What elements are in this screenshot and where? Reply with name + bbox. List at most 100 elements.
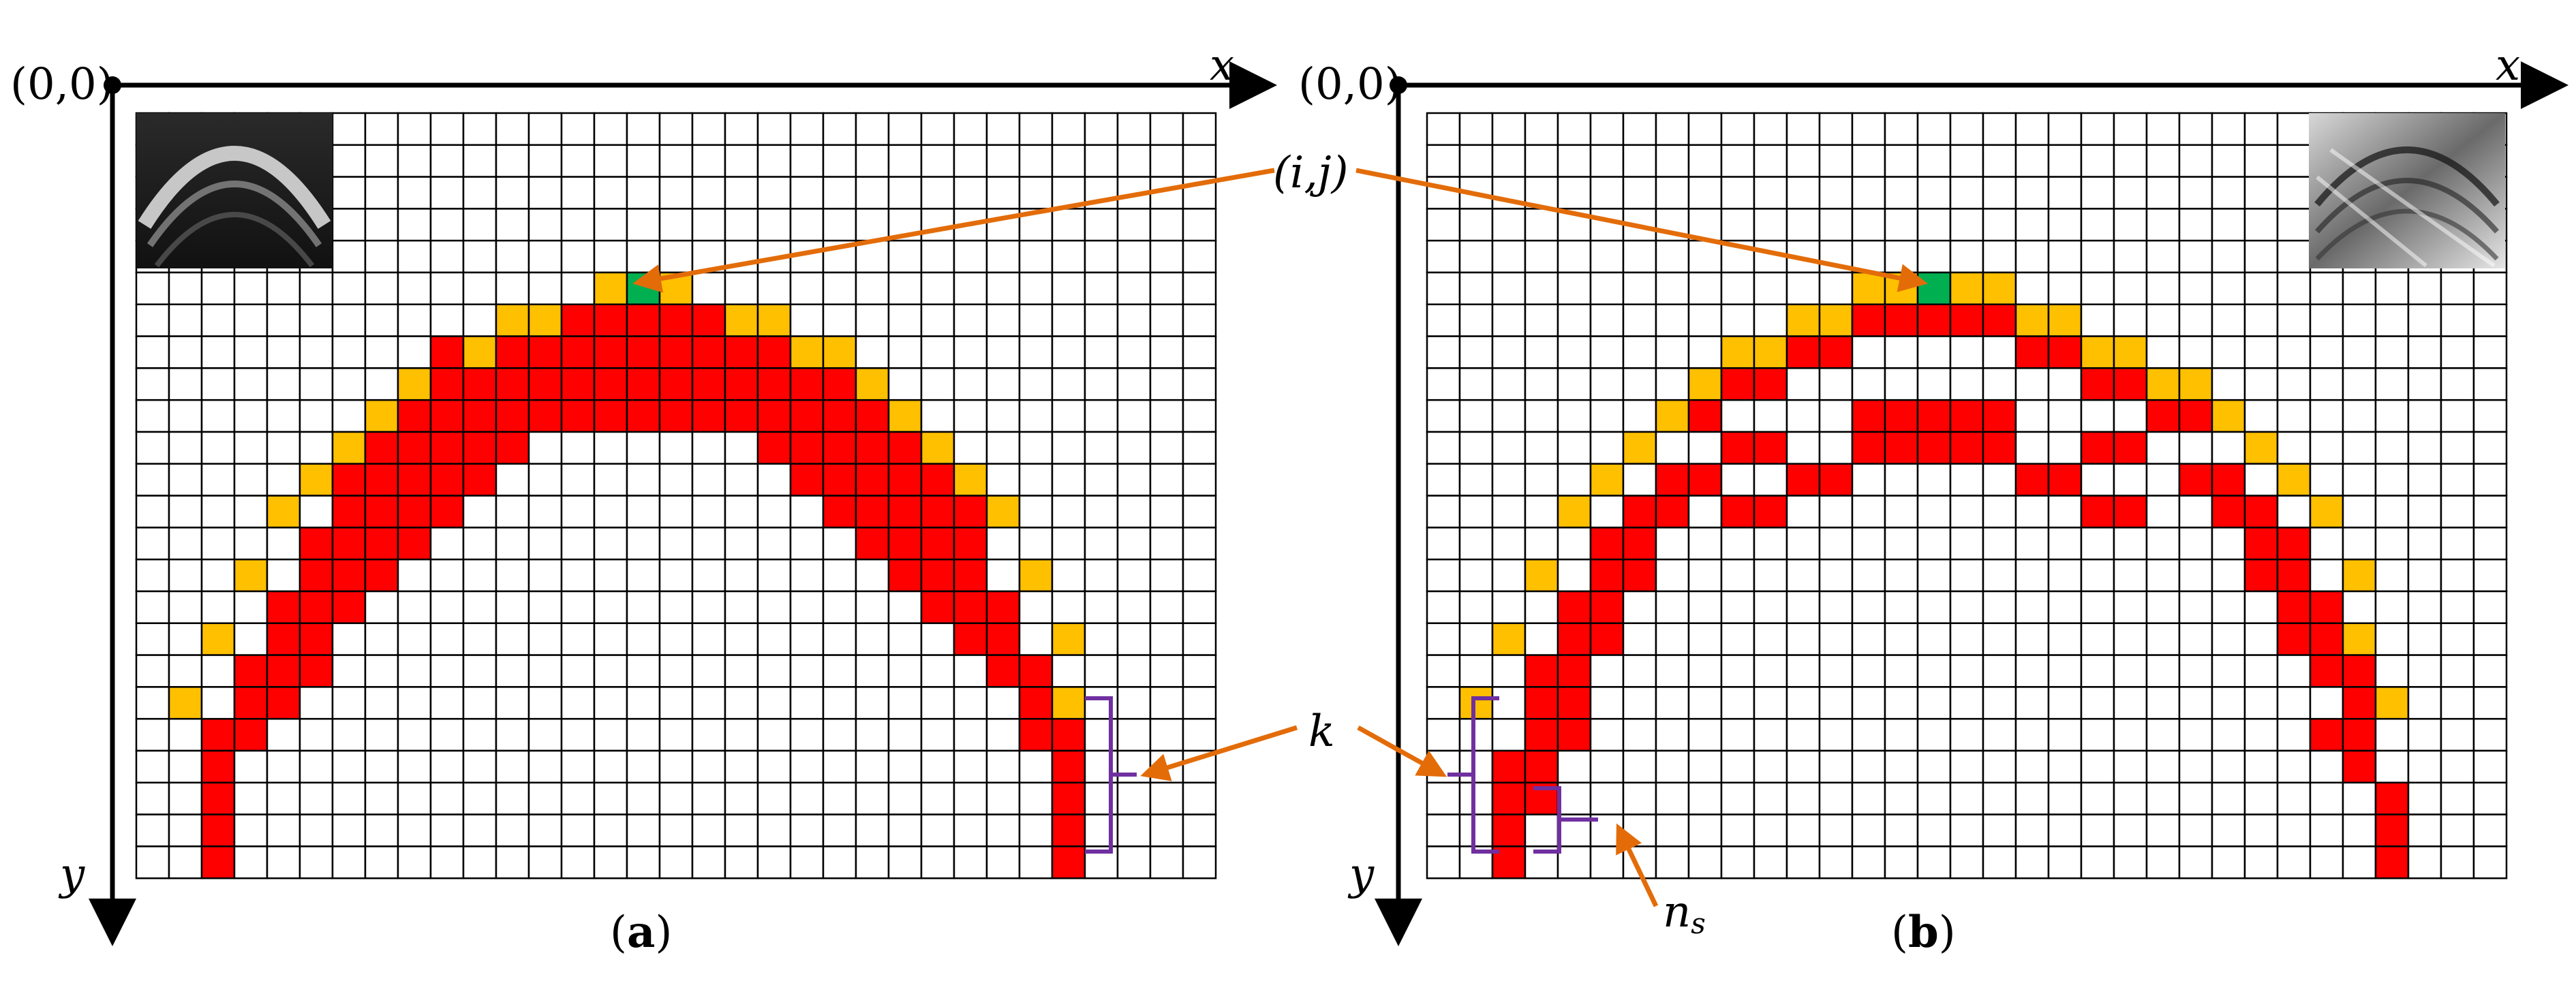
grid-cell-red [822,399,857,433]
grid-cell [2342,845,2377,879]
grid-cell [462,749,497,784]
grid-cell [1182,335,1217,369]
grid-cell [1426,271,1461,306]
grid-cell [527,495,563,529]
grid-cell [789,590,825,625]
grid-cell [1655,527,1690,561]
grid-cell [887,112,923,146]
grid-cell-yellow [1785,303,1821,337]
grid-cell [2243,271,2279,306]
grid-cell [1622,367,1657,401]
grid-cell [1524,495,1559,529]
grid-cell [429,558,465,593]
grid-cell-red [2309,654,2344,688]
grid-cell [266,463,301,497]
grid-cell [495,845,530,879]
grid-cell [1622,335,1657,369]
grid-cell [1149,686,1184,720]
grid-cell-red [2276,527,2312,561]
grid-cell [527,686,563,720]
grid-cell [462,527,497,561]
grid-cell [2145,749,2181,784]
grid-cell-red [822,431,857,465]
grid-cell [364,686,399,720]
grid-cell [1785,845,1821,879]
grid-cell [2440,622,2475,656]
grid-cell [2014,144,2050,178]
grid-cell-red [1720,367,1755,401]
grid-cell [2472,271,2508,306]
grid-cell-red [1785,463,1821,497]
grid-cell [2145,558,2181,593]
grid-cell [1982,335,2017,369]
grid-cell [1720,112,1755,146]
grid-cell [397,622,432,656]
grid-cell [920,271,955,306]
grid-cell [429,303,465,337]
grid-cell [1982,590,2017,625]
grid-cell [756,813,792,847]
grid-cell [495,813,530,847]
grid-cell [1018,622,1054,656]
grid-cell-red [429,431,465,465]
grid-cell-red [1051,813,1086,847]
grid-cell [724,431,759,465]
grid-cell [1018,463,1054,497]
grid-cell [1687,271,1723,306]
grid-cell [1785,208,1821,242]
grid-cell [1491,271,1527,306]
grid-cell [1084,303,1119,337]
grid-cell [920,112,955,146]
grid-cell-yellow [2374,686,2410,720]
grid-cell [1589,781,1625,815]
grid-cell [2407,845,2442,879]
grid-cell [2080,176,2115,210]
grid-cell-red [2047,335,2083,369]
grid-cell-yellow [1851,271,1886,306]
grid-cell [2309,749,2344,784]
grid-cell [2243,686,2279,720]
grid-cell [462,303,497,337]
grid-cell [2211,781,2246,815]
grid-cell-red [331,527,367,561]
grid-cell [2342,463,2377,497]
grid-cell [1655,813,1690,847]
grid-cell [2178,717,2213,752]
grid-cell [462,144,497,178]
grid-cell [1182,558,1217,593]
grid-cell [2014,590,2050,625]
grid-cell [429,590,465,625]
grid-cell [331,654,367,688]
grid-cell-red [429,495,465,529]
grid-cell [200,686,236,720]
grid-cell [724,463,759,497]
grid-cell [822,303,857,337]
grid-cell [1458,495,1494,529]
grid-cell [560,527,596,561]
grid-cell-red [2178,399,2213,433]
grid-cell [1458,813,1494,847]
grid-cell-red [2243,527,2279,561]
grid-cell [331,303,367,337]
grid-cell [1720,717,1755,752]
grid-cell [855,845,890,879]
grid-cell [658,558,694,593]
grid-cell [1182,367,1217,401]
grid-cell-red [658,303,694,337]
grid-cell [756,845,792,879]
grid-cell-red [495,431,530,465]
grid-cell [2113,622,2148,656]
grid-cell-yellow [266,495,301,529]
grid-cell [756,558,792,593]
grid-cell [1851,112,1886,146]
grid-cell [691,845,726,879]
grid-cell [1687,749,1723,784]
grid-cell [1149,112,1184,146]
grid-cell [1982,813,2017,847]
grid-cell [560,717,596,752]
grid-cell [1589,239,1625,274]
grid-cell [1051,208,1086,242]
grid-cell-red [397,431,432,465]
grid-cell [2113,749,2148,784]
grid-cell [397,558,432,593]
